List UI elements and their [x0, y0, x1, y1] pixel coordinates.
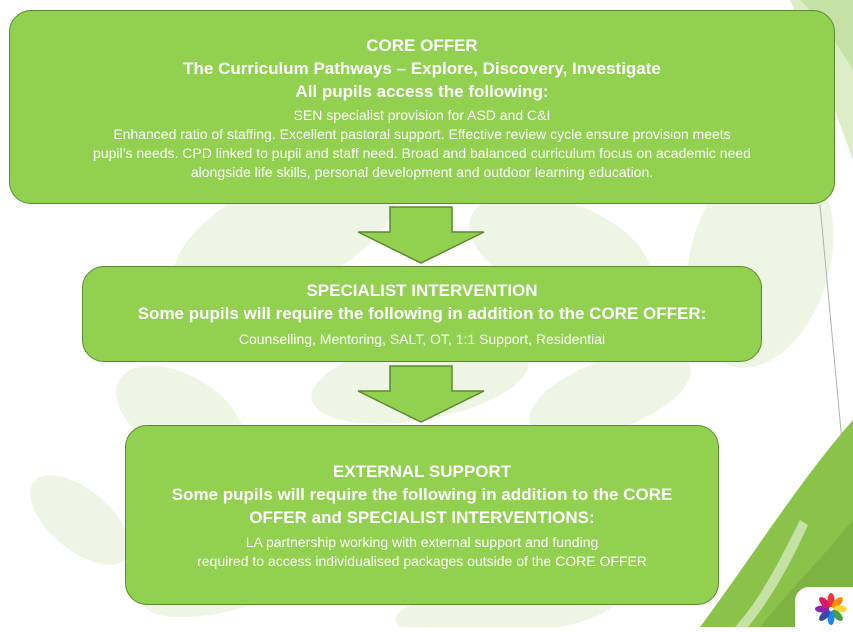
core-offer-body-line: SEN specialist provision for ASD and C&I: [293, 107, 551, 123]
external-support-body-line: LA partnership working with external sup…: [245, 534, 599, 550]
external-support-title: EXTERNAL SUPPORT Some pupils will requir…: [126, 460, 718, 529]
core-offer-box: CORE OFFER The Curriculum Pathways – Exp…: [9, 10, 835, 204]
specialist-intervention-title: SPECIALIST INTERVENTION Some pupils will…: [83, 279, 761, 325]
external-support-body: LA partnership working with external sup…: [126, 533, 718, 571]
specialist-intervention-body-line: Counselling, Mentoring, SALT, OT, 1:1 Su…: [238, 331, 606, 347]
core-offer-subheading: The Curriculum Pathways – Explore, Disco…: [183, 59, 661, 78]
specialist-intervention-body: Counselling, Mentoring, SALT, OT, 1:1 Su…: [83, 330, 761, 349]
core-offer-title: CORE OFFER The Curriculum Pathways – Exp…: [10, 34, 834, 103]
external-support-body-line: required to access individualised packag…: [197, 553, 647, 569]
specialist-intervention-box: SPECIALIST INTERVENTION Some pupils will…: [82, 266, 762, 362]
core-offer-body-line: pupil’s needs. CPD linked to pupil and s…: [93, 145, 751, 161]
specialist-intervention-subheading: Some pupils will require the following i…: [137, 304, 707, 323]
flower-logo-icon: [795, 587, 853, 627]
external-support-box: EXTERNAL SUPPORT Some pupils will requir…: [125, 425, 719, 605]
core-offer-body: SEN specialist provision for ASD and C&I…: [10, 106, 834, 182]
external-support-subheading: Some pupils will require the following i…: [171, 485, 673, 504]
core-offer-body-line: Enhanced ratio of staffing. Excellent pa…: [113, 126, 731, 142]
down-arrow-icon: [357, 206, 485, 264]
external-support-heading: EXTERNAL SUPPORT: [332, 462, 512, 481]
external-support-subheading: OFFER and SPECIALIST INTERVENTIONS:: [249, 508, 595, 527]
core-offer-body-line: alongside life skills, personal developm…: [190, 164, 654, 180]
core-offer-access-line: All pupils access the following:: [295, 82, 549, 101]
specialist-intervention-heading: SPECIALIST INTERVENTION: [306, 281, 538, 300]
down-arrow-icon: [357, 365, 485, 423]
core-offer-heading: CORE OFFER: [366, 36, 478, 55]
